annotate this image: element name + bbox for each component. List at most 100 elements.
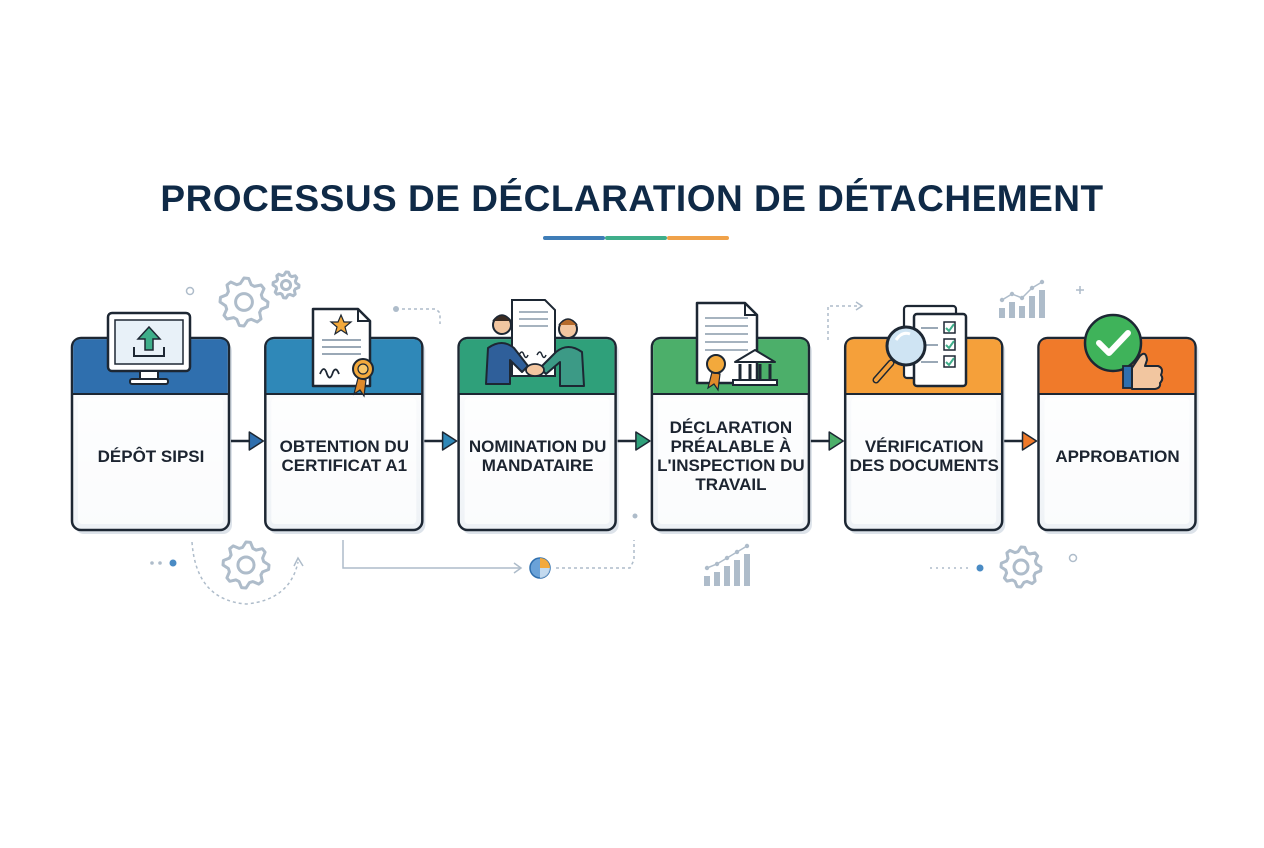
gear-icon [999,545,1043,589]
decor-bar [1039,290,1045,318]
person-hair [558,318,578,326]
ribbon [707,371,721,392]
seal-center [357,363,369,375]
card-inner-panel [851,398,997,524]
decor-dashed-line [402,308,441,324]
upload-tray [133,347,165,357]
bank-base [732,379,778,386]
decor-dashed-line [556,540,635,569]
signature [536,351,547,359]
lens-glare [894,331,911,341]
shaking-hands [525,363,545,377]
monitor-base [129,378,169,385]
star [329,313,353,336]
decor-point [734,549,740,555]
decor-point [1029,285,1035,291]
decor-dashed-line [827,305,860,340]
checkbox [943,338,956,351]
document-bank-icon [695,301,778,392]
decor-bar [704,576,710,586]
gear-hub [234,292,254,312]
checkmark [945,323,955,333]
bank-roof [734,349,776,363]
step-arrow [810,431,844,451]
decor-flow-line [342,540,520,569]
decor-dot [185,286,195,296]
checkbox [943,321,956,334]
decor-bar [1009,302,1015,318]
diagram-title: PROCESSUS DE DÉCLARATION DE DÉTACHEMENT [160,178,1104,219]
arrow-head [248,431,265,451]
decor-dot [169,559,177,567]
upload-arrow [136,325,162,351]
bar-chart-icon [999,279,1045,318]
gear-hub [236,555,256,575]
magnifier-lens [885,325,927,367]
step-card [70,336,232,534]
decor-bar [999,308,1005,318]
step-arrow [424,431,458,451]
step-label: VÉRIFICATION DES DOCUMENTS [849,437,999,475]
decor-bar [734,560,740,586]
handshake-icon [485,299,585,387]
card-inner-panel [1044,398,1190,524]
step-label: OBTENTION DU CERTIFICAT A1 [279,437,409,475]
decor-dot [632,513,638,519]
decor-dot [1068,553,1078,563]
decor-bar [744,554,750,586]
pie-slice [540,558,550,568]
decor-point [1009,291,1015,297]
background-decorations [150,270,1084,605]
gear-outline [271,270,301,300]
decor-arrowhead [293,556,304,567]
checkmark [945,357,955,367]
decor-point [1039,279,1045,285]
step-label: DÉPÔT SIPSI [97,446,205,466]
gear-hub [279,278,293,292]
step-label: NOMINATION DU MANDATAIRE [468,437,607,475]
gear-hub [1012,558,1030,576]
person-hair [492,314,512,322]
card-inner-panel [78,398,223,524]
step-arrow [617,431,651,451]
pie-chart-icon [529,557,551,579]
step-label: APPROBATION [1055,446,1180,466]
decor-bar [724,566,730,586]
decor-bar [714,572,720,586]
step-cards [70,336,1199,534]
certificate-icon [311,307,374,398]
check-mark [1096,330,1131,356]
computer-upload-icon [106,311,192,385]
decor-point [1019,295,1025,301]
magnifier-checklist-icon [872,304,968,388]
gear-outline [221,540,271,590]
decor-dot [150,561,154,565]
thumb-cuff [1122,365,1133,389]
monitor-stand [139,370,159,380]
decor-plus [1076,286,1084,294]
card-inner-panel [657,398,803,524]
checkbox [943,355,956,368]
gear-icon [221,540,271,590]
magnifier-handle-fill [874,361,893,382]
person-suit [485,342,529,385]
step-label: DÉCLARATION PRÉALABLE À L'INSPECTION DU … [657,418,805,494]
arrow-head [1021,431,1038,451]
decor-curve [191,541,299,605]
step-arrows [231,431,1038,451]
decor-arrowhead [855,301,864,311]
decor-dot [976,564,984,572]
checkmark [945,340,955,350]
card-inner-panel [464,398,610,524]
decor-dot [158,561,162,565]
pie-slice [540,568,550,578]
step-arrow [1004,431,1038,451]
page-fold [357,309,370,322]
check-circle [1083,313,1143,373]
checkmark-thumbs-up-icon [1083,313,1164,390]
step-card [843,336,1006,534]
arrow-head [441,431,458,451]
gear-outline [999,545,1043,589]
decor-bar [1029,296,1035,318]
signature [518,351,529,359]
